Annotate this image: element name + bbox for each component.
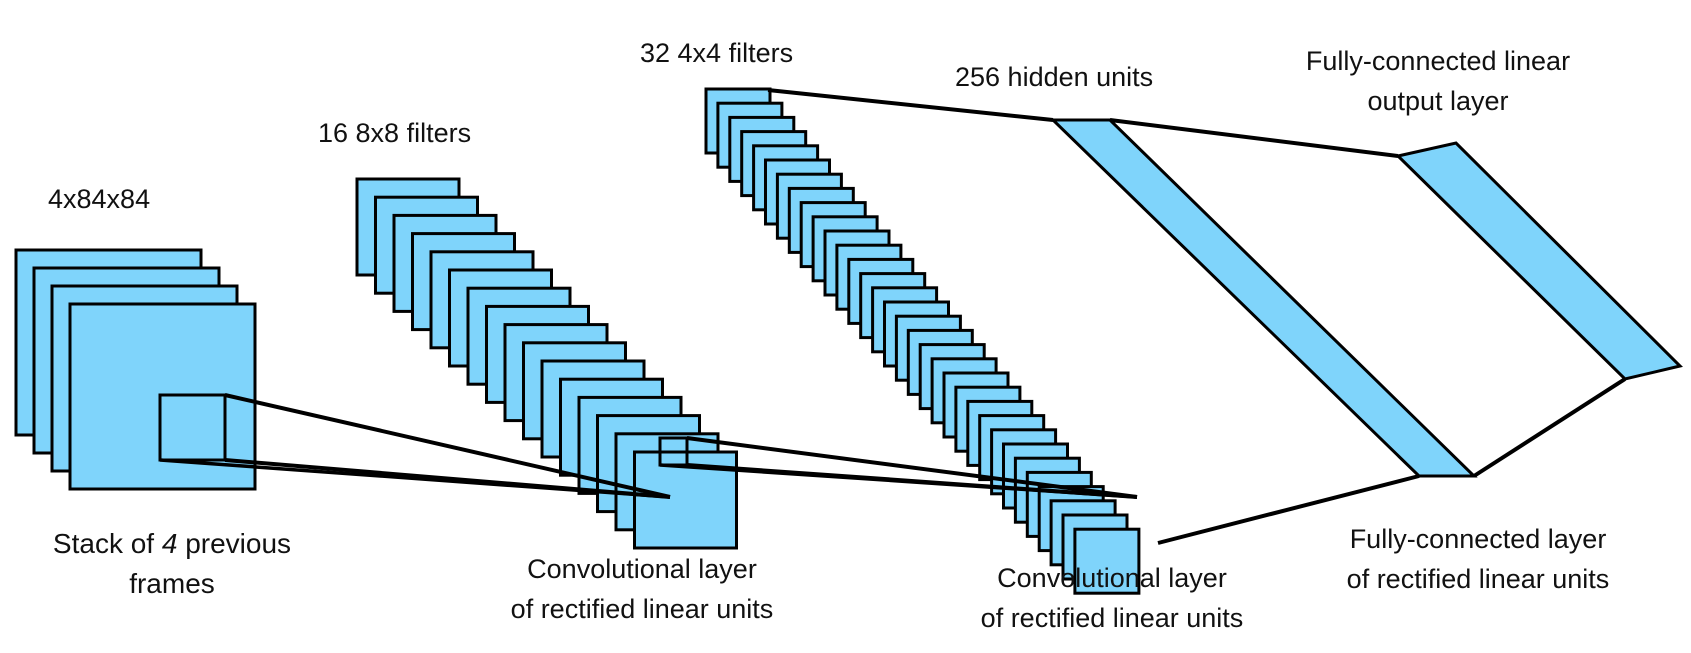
hidden-caption-line1: Fully-connected layer (1350, 524, 1607, 554)
input-to-conv1-wire-top (224, 393, 671, 499)
hidden-units-label: 256 hidden units (955, 62, 1153, 92)
input-caption-part2: previous (177, 528, 291, 559)
hidden-to-output-wire-top (1109, 118, 1399, 158)
input-caption-line1: Stack of 4 previous (53, 528, 291, 559)
output-layer-caption-line1: Fully-connected linear (1306, 46, 1570, 76)
conv2-caption-line1: Convolutional layer (997, 563, 1227, 593)
fc-output-layer (1394, 141, 1683, 381)
conv1-to-conv2-wire-left (659, 463, 1138, 499)
conv2-feature-map-32 (1073, 527, 1141, 595)
hidden-caption-line2: of rectified linear units (1347, 564, 1610, 594)
hidden-to-output-wire-bottom (1472, 377, 1627, 478)
conv2-to-hidden-wire-bottom (1157, 474, 1420, 545)
conv1-feature-maps (355, 177, 738, 550)
conv1-caption-line1: Convolutional layer (527, 554, 757, 584)
conv2-to-hidden-wire-top (767, 88, 1054, 122)
conv2-feature-maps (704, 87, 1141, 595)
conv1-caption-line2: of rectified linear units (511, 594, 774, 624)
input-caption-italic: 4 (162, 528, 178, 559)
input-caption-line2: frames (129, 568, 215, 599)
fc-hidden-layer (1049, 118, 1478, 478)
output-layer-caption-line2: output layer (1367, 86, 1508, 116)
input-receptive-field (158, 393, 227, 462)
connection-lines (159, 88, 1627, 545)
conv1-to-conv2-wire-top (686, 436, 1138, 499)
input-to-conv1-wire-left (159, 458, 671, 499)
conv1-filters-label: 16 8x8 filters (318, 118, 471, 148)
conv2-filters-label: 32 4x4 filters (640, 38, 793, 68)
input-frame-stack (14, 248, 257, 491)
input-size-label: 4x84x84 (48, 184, 150, 214)
conv2-caption-line2: of rectified linear units (981, 603, 1244, 633)
input-caption-part1: Stack of (53, 528, 162, 559)
